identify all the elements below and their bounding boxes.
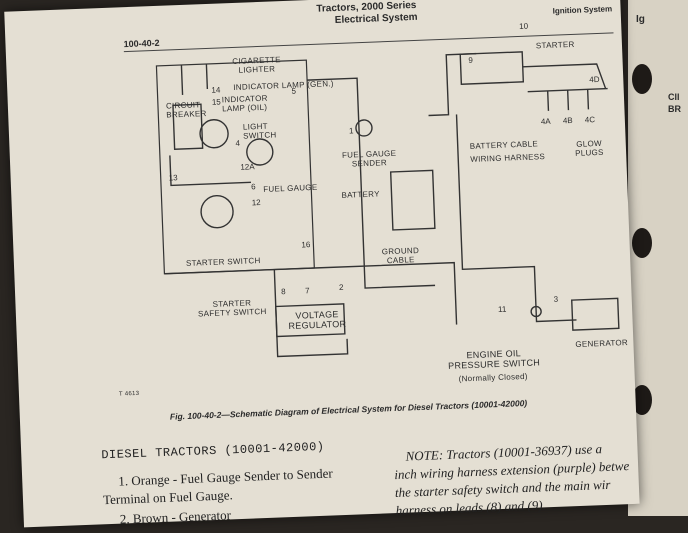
wire-number: 8 xyxy=(281,287,286,297)
manual-page: 100-40-2 Tractors, 2000 Series Electrica… xyxy=(4,0,640,528)
section-heading: DIESEL TRACTORS (10001-42000) xyxy=(101,439,325,463)
indicator-lamp-oil-label: INDICATOR LAMP (OIL) xyxy=(221,93,268,114)
wire-number: 4B xyxy=(562,115,573,126)
battery-label: BATTERY xyxy=(341,189,380,200)
wire-number: 4A xyxy=(540,116,551,127)
wire-number: 3 xyxy=(553,294,559,304)
adjacent-page-edge-text: BR xyxy=(668,104,681,114)
wire-number: 15 xyxy=(211,97,221,107)
binder-hole xyxy=(632,228,652,258)
wire-number: 2 xyxy=(338,282,344,293)
wire-number: 11 xyxy=(497,304,507,314)
wire-number: 7 xyxy=(305,286,310,296)
binder-hole xyxy=(632,385,652,415)
adjacent-page-edge-text: Cll xyxy=(668,92,680,102)
fuel-gauge-sender-label: FUEL GAUGE SENDER xyxy=(341,148,397,169)
glow-plugs-label: GLOW PLUGS xyxy=(574,138,604,158)
wire-number: 14 xyxy=(211,85,221,95)
cigarette-lighter-label: CIGARETTE LIGHTER xyxy=(232,55,281,75)
light-switch-label: LIGHT SWITCH xyxy=(242,121,277,141)
adjacent-page-edge-text: Ig xyxy=(636,14,645,25)
adjacent-page: Ig Cll BR xyxy=(628,0,688,516)
wire-number: 13 xyxy=(168,173,178,183)
engine-oil-pressure-switch-label: ENGINE OIL PRESSURE SWITCH xyxy=(447,348,541,371)
list-item: 1. Orange - Fuel Gauge Sender to Sender xyxy=(118,465,333,489)
list-item: 2. Brown - Generator xyxy=(119,507,232,527)
starter-label: STARTER xyxy=(535,39,575,51)
wire-number: 12A xyxy=(240,162,255,172)
binder-hole xyxy=(632,64,652,94)
voltage-regulator-label: VOLTAGE REGULATOR xyxy=(288,309,347,332)
ground-cable-label: GROUND CABLE xyxy=(381,245,420,266)
wire-number: 6 xyxy=(250,182,256,192)
figure-code-label: T 4613 xyxy=(118,390,140,398)
wire-number: 10 xyxy=(519,21,529,31)
wire-number: 4 xyxy=(235,138,241,148)
wire-number: 12 xyxy=(251,198,261,208)
wire-number: 5 xyxy=(291,86,297,96)
wire-number: 4C xyxy=(584,115,596,125)
starter-safety-switch-label: STARTER SAFETY SWITCH xyxy=(197,298,267,319)
list-item: Terminal on Fuel Gauge. xyxy=(102,487,234,508)
wire-number: 4D xyxy=(589,74,600,85)
wire-number: 9 xyxy=(468,55,474,65)
wire-number: 1 xyxy=(348,126,354,136)
wiring-schematic xyxy=(155,51,620,358)
circuit-breaker-label: CIRCUIT BREAKER xyxy=(165,100,207,120)
wire-number: 16 xyxy=(301,240,311,250)
